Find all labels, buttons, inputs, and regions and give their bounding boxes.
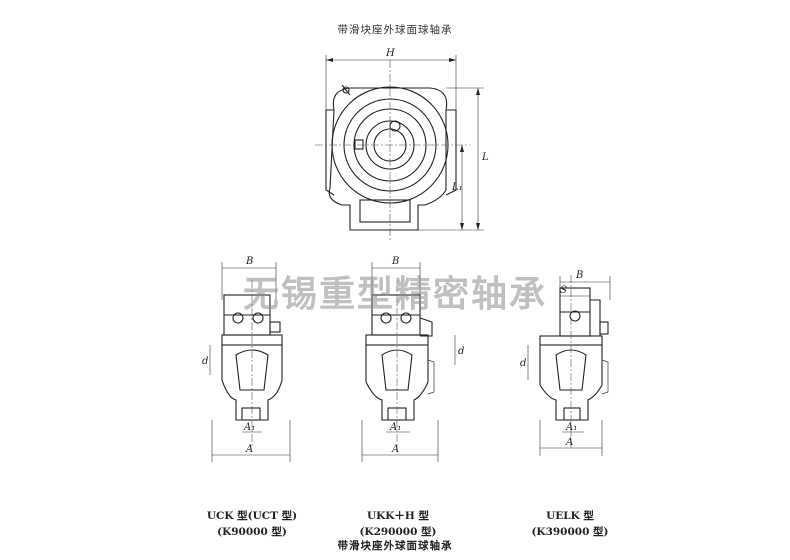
label-L: L	[481, 152, 489, 163]
label-A-3: A	[565, 437, 573, 448]
set-screw-left	[354, 139, 364, 150]
side-view-1	[209, 262, 291, 462]
page-title: 带滑块座外球面球轴承	[337, 24, 453, 36]
label-S-3: S	[560, 285, 567, 296]
figure-caption: 带滑块座外球面球轴承	[337, 540, 453, 552]
caption-variant-2-line2: (K290000 型)	[359, 526, 437, 538]
caption-variant-3-line1: UELK 型	[546, 510, 594, 522]
top-guide-left	[325, 109, 335, 196]
view2-body	[365, 344, 429, 421]
label-B-3: B	[575, 270, 583, 281]
slot-block	[359, 199, 411, 223]
caption-variant-1-line1: UCK 型(UCT 型)	[206, 510, 298, 522]
side-view-2	[361, 262, 456, 462]
label-d-1: d	[202, 356, 208, 367]
view3-body	[539, 344, 603, 421]
grease-nipple	[342, 86, 350, 94]
label-A-2: A	[391, 444, 399, 455]
top-view	[315, 55, 484, 240]
label-A1-1: A₁	[243, 422, 255, 433]
caption-variant-3-line2: (K390000 型)	[531, 526, 609, 538]
caption-variant-3: UELK 型 (K390000 型)	[490, 508, 650, 540]
label-B-1: B	[245, 256, 253, 267]
label-A1-2: A₁	[389, 422, 401, 433]
caption-variant-1: UCK 型(UCT 型) (K90000 型)	[172, 508, 332, 540]
label-d-3: d	[520, 358, 526, 369]
caption-variant-1-line2: (K90000 型)	[217, 526, 287, 538]
label-A1-3: A₁	[565, 422, 577, 433]
grease-fitting	[341, 84, 351, 96]
top-guide-right	[445, 109, 457, 196]
label-B-2: B	[391, 256, 399, 267]
view1-body	[221, 344, 283, 421]
side-view-3	[527, 275, 611, 456]
caption-variant-2: UKK＋H 型 (K290000 型)	[318, 508, 478, 540]
label-d-2: d	[458, 346, 464, 357]
label-H: H	[385, 48, 395, 59]
label-L1: L₁	[451, 182, 463, 193]
label-A-1: A	[245, 444, 253, 455]
caption-variant-2-line1: UKK＋H 型	[367, 510, 429, 522]
watermark: 无锡重型精密轴承	[242, 273, 547, 315]
